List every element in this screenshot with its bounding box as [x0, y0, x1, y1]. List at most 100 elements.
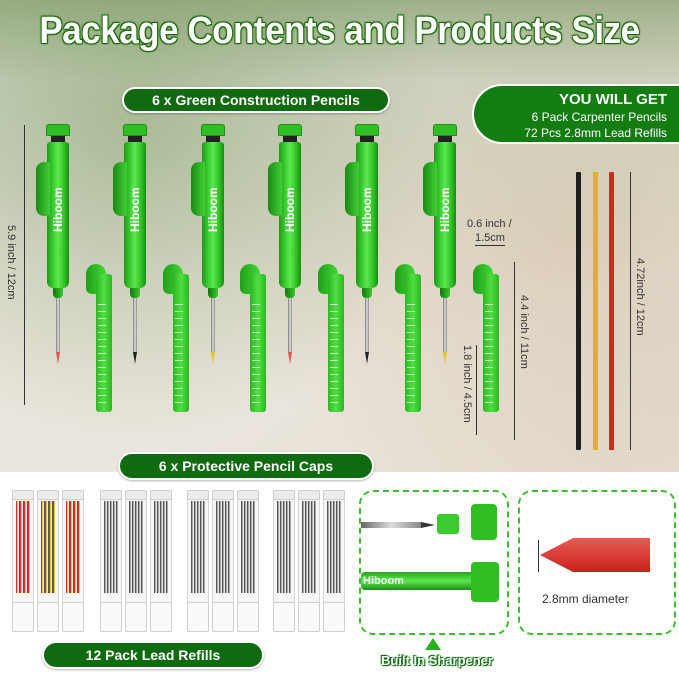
cap-ruler-ticks	[98, 304, 106, 404]
lead-refill-tube	[62, 490, 84, 632]
sharpener-piece	[437, 514, 459, 534]
tube-base	[237, 602, 259, 632]
tube-base	[298, 602, 320, 632]
pencil-brand: Hiboom	[360, 187, 374, 233]
tube-leads	[16, 501, 30, 593]
tube-leads	[277, 501, 291, 593]
tube-cap	[12, 490, 34, 500]
tube-base	[323, 602, 345, 632]
pencil-width-line	[475, 245, 505, 246]
protective-cap	[86, 264, 116, 444]
tube-leads	[327, 501, 341, 593]
pencil-lead	[56, 352, 60, 364]
pencil-tip-illustration	[361, 522, 421, 528]
cap-width-line	[476, 345, 477, 435]
tube-leads	[66, 501, 80, 593]
tube-leads	[302, 501, 316, 593]
lead-length-label: 4.72inch / 12cm	[634, 258, 646, 336]
refills-label: 12 Pack Lead Refills	[42, 641, 264, 669]
pencils-label: 6 x Green Construction Pencils	[122, 87, 390, 113]
pencil-top-cap	[278, 124, 302, 136]
pencil-body	[279, 142, 301, 288]
pencil-clip	[113, 162, 127, 216]
pencil-body	[202, 142, 224, 288]
tube-cap	[298, 490, 320, 500]
pencil-body	[47, 142, 69, 288]
pencil-brand-small: Hiboom	[363, 575, 404, 587]
tube-base	[100, 602, 122, 632]
sharpener-caption: Built In Sharpener	[381, 653, 493, 668]
pencil-brand: Hiboom	[51, 187, 65, 233]
tube-cap	[212, 490, 234, 500]
pencil-length-label: 5.9 inch / 12cm	[5, 225, 17, 300]
pencil-clip	[36, 162, 50, 216]
pencil-lead	[211, 352, 215, 364]
protective-cap	[473, 264, 503, 444]
tube-leads	[129, 501, 143, 593]
pencil-neck	[206, 136, 220, 142]
pencil-neck	[283, 136, 297, 142]
tube-cap	[237, 490, 259, 500]
lead-black	[576, 172, 581, 450]
cap-ruler-ticks	[407, 304, 415, 404]
pencil-lead	[288, 352, 292, 364]
tube-base	[125, 602, 147, 632]
lead-refill-tube	[273, 490, 295, 632]
protective-cap	[395, 264, 425, 444]
sharpener-cap	[471, 504, 497, 540]
pencil-tip-holder	[53, 288, 63, 298]
tube-leads	[154, 501, 168, 593]
lead-refill-tube	[12, 490, 34, 632]
tube-base	[12, 602, 34, 632]
tube-leads	[241, 501, 255, 593]
protective-cap	[318, 264, 348, 444]
pencil-metal-sleeve	[133, 298, 137, 352]
lead-refill-tube	[323, 490, 345, 632]
lead-red	[609, 172, 614, 450]
lead-refill-tube	[298, 490, 320, 632]
lead-refill-tube	[212, 490, 234, 632]
lead-refill-tube	[100, 490, 122, 632]
pencil-lead-tip	[421, 522, 435, 528]
tube-base	[150, 602, 172, 632]
pencil-end-cap	[471, 562, 499, 602]
pencil-top-cap	[46, 124, 70, 136]
pencil-tip-holder	[130, 288, 140, 298]
cap-ruler-ticks	[330, 304, 338, 404]
pencil-clip	[191, 162, 205, 216]
tube-cap	[323, 490, 345, 500]
pencil-metal-sleeve	[56, 298, 60, 352]
sharpener-inset: Hiboom	[359, 490, 509, 635]
tube-base	[62, 602, 84, 632]
pencil-lead	[365, 352, 369, 364]
you-will-get-box: YOU WILL GET 6 Pack Carpenter Pencils 72…	[472, 84, 679, 144]
cap-ruler-ticks	[252, 304, 260, 404]
pencil-tip-holder	[440, 288, 450, 298]
tube-cap	[62, 490, 84, 500]
pencil-body-illustration	[361, 572, 481, 590]
pencil-metal-sleeve	[288, 298, 292, 352]
pencil-width-label-2: 1.5cm	[475, 232, 505, 244]
tube-base	[212, 602, 234, 632]
pencil-metal-sleeve	[365, 298, 369, 352]
diameter-inset: 2.8mm diameter	[518, 490, 676, 635]
cap-length-line	[514, 262, 515, 440]
pencil-tip-holder	[362, 288, 372, 298]
pencil-lead	[133, 352, 137, 364]
pencil-neck	[438, 136, 452, 142]
cap-width-label: 1.8 inch / 4.5cm	[461, 345, 473, 423]
cap-ruler-ticks	[175, 304, 183, 404]
lead-refill-tube	[150, 490, 172, 632]
tube-cap	[125, 490, 147, 500]
tube-leads	[41, 501, 55, 593]
you-will-get-title: YOU WILL GET	[558, 91, 667, 108]
protective-cap	[240, 264, 270, 444]
pencil-neck	[360, 136, 374, 142]
pencil-brand: Hiboom	[438, 187, 452, 233]
tube-cap	[187, 490, 209, 500]
tube-leads	[216, 501, 230, 593]
lead-length-line	[630, 172, 631, 450]
pencil-top-cap	[433, 124, 457, 136]
tube-leads	[191, 501, 205, 593]
pencil-neck	[128, 136, 142, 142]
